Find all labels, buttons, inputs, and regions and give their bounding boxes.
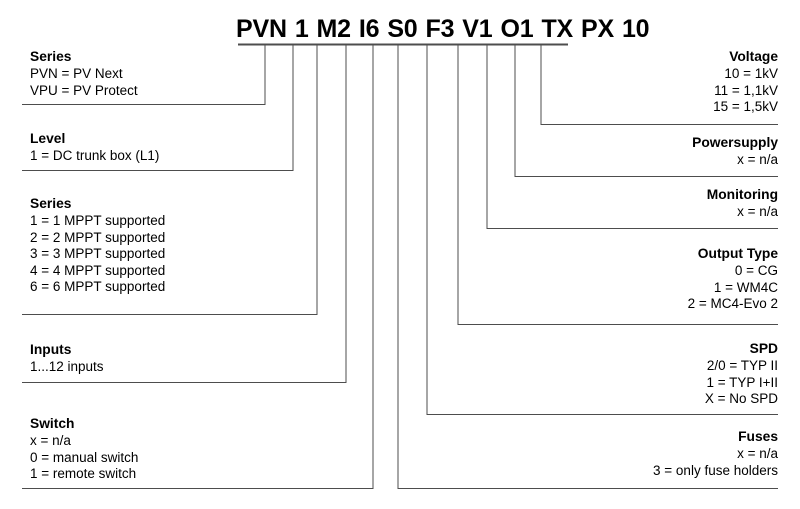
legend-entry: 6 = 6 MPPT supported	[30, 279, 166, 295]
legend-block-inputs: Inputs 1...12 inputs	[30, 341, 104, 376]
legend-title-monitoring: Monitoring	[706, 187, 778, 202]
legend-entry: PVN = PV Next	[30, 66, 123, 81]
legend-block-level: Level 1 = DC trunk box (L1)	[30, 130, 159, 165]
legend-entry: x = n/a	[737, 446, 778, 461]
legend-entry: 2 = MC4-Evo 2	[687, 296, 778, 312]
legend-entry: 1 = DC trunk box (L1)	[30, 148, 160, 163]
legend-entry: x = n/a	[737, 204, 778, 219]
legend-block-powersupply: Powersupply x = n/a	[692, 134, 778, 169]
legend-entry: 4 = 4 MPPT supported	[30, 262, 166, 278]
legend-entry: 3 = 3 MPPT supported	[30, 246, 166, 262]
legend-entry: X = No SPD	[704, 391, 778, 407]
legend-block-output-type: Output Type 0 = CG 1 = WM4C 2 = MC4-Evo …	[688, 245, 778, 313]
legend-block-switch: Switch x = n/a 0 = manual switch 1 = rem…	[30, 415, 138, 483]
legend-block-series: Series PVN = PV Next VPU = PV Protect	[30, 48, 138, 99]
legend-title-output-type: Output Type	[697, 246, 778, 261]
code-segment-inputs: I6	[358, 15, 380, 43]
code-segment-series: PVN	[236, 15, 287, 43]
legend-block-fuses: Fuses x = n/a 3 = only fuse holders	[653, 428, 778, 479]
legend-entry: 10 = 1kV	[724, 66, 778, 81]
code-segment-switch: S0	[387, 15, 418, 43]
legend-entry: 15 = 1,5kV	[713, 99, 778, 115]
code-segment-mppt: M2	[316, 15, 352, 43]
legend-title-inputs: Inputs	[30, 342, 72, 357]
legend-entry: 1...12 inputs	[30, 359, 104, 374]
legend-block-voltage: Voltage 10 = 1kV 11 = 1,1kV 15 = 1,5kV	[713, 48, 778, 116]
legend-title-voltage: Voltage	[729, 49, 778, 64]
legend-entry: x = n/a	[30, 433, 71, 448]
product-type-code: PVN 1 M2 I6 S0 F3 V1 O1 TX PX 10	[236, 15, 650, 43]
legend-entry: x = n/a	[737, 152, 778, 167]
legend-entry: 1 = TYP I+II	[706, 374, 778, 390]
legend-title-spd: SPD	[749, 341, 778, 356]
legend-entry: 0 = CG	[734, 263, 778, 278]
legend-title-switch: Switch	[30, 416, 75, 431]
code-segment-powersupply: PX	[580, 15, 614, 43]
legend-title-series-mppt: Series	[30, 196, 72, 211]
code-segment-monitoring: TX	[541, 15, 573, 43]
legend-entry: 2/0 = TYP II	[706, 358, 778, 373]
code-segment-spd: V1	[462, 15, 493, 43]
legend-entry: 11 = 1,1kV	[714, 82, 778, 98]
code-segment-level: 1	[294, 15, 309, 43]
legend-entry: VPU = PV Protect	[30, 82, 138, 98]
legend-block-monitoring: Monitoring x = n/a	[707, 186, 778, 221]
legend-title-level: Level	[30, 131, 66, 146]
legend-entry: 3 = only fuse holders	[653, 462, 778, 478]
legend-title-series: Series	[30, 49, 72, 64]
legend-entry: 0 = manual switch	[30, 449, 139, 465]
legend-entry: 1 = WM4C	[713, 279, 778, 295]
legend-entry: 2 = 2 MPPT supported	[30, 229, 166, 245]
code-segment-fuses: F3	[425, 15, 455, 43]
legend-block-series-mppt: Series 1 = 1 MPPT supported 2 = 2 MPPT s…	[30, 195, 165, 296]
legend-title-fuses: Fuses	[738, 429, 778, 444]
legend-entry: 1 = remote switch	[30, 466, 137, 482]
legend-entry: 1 = 1 MPPT supported	[30, 213, 166, 228]
legend-block-spd: SPD 2/0 = TYP II 1 = TYP I+II X = No SPD	[705, 340, 778, 408]
code-segment-voltage: 10	[621, 15, 650, 43]
legend-title-powersupply: Powersupply	[692, 135, 778, 150]
code-segment-output-type: O1	[500, 15, 534, 43]
